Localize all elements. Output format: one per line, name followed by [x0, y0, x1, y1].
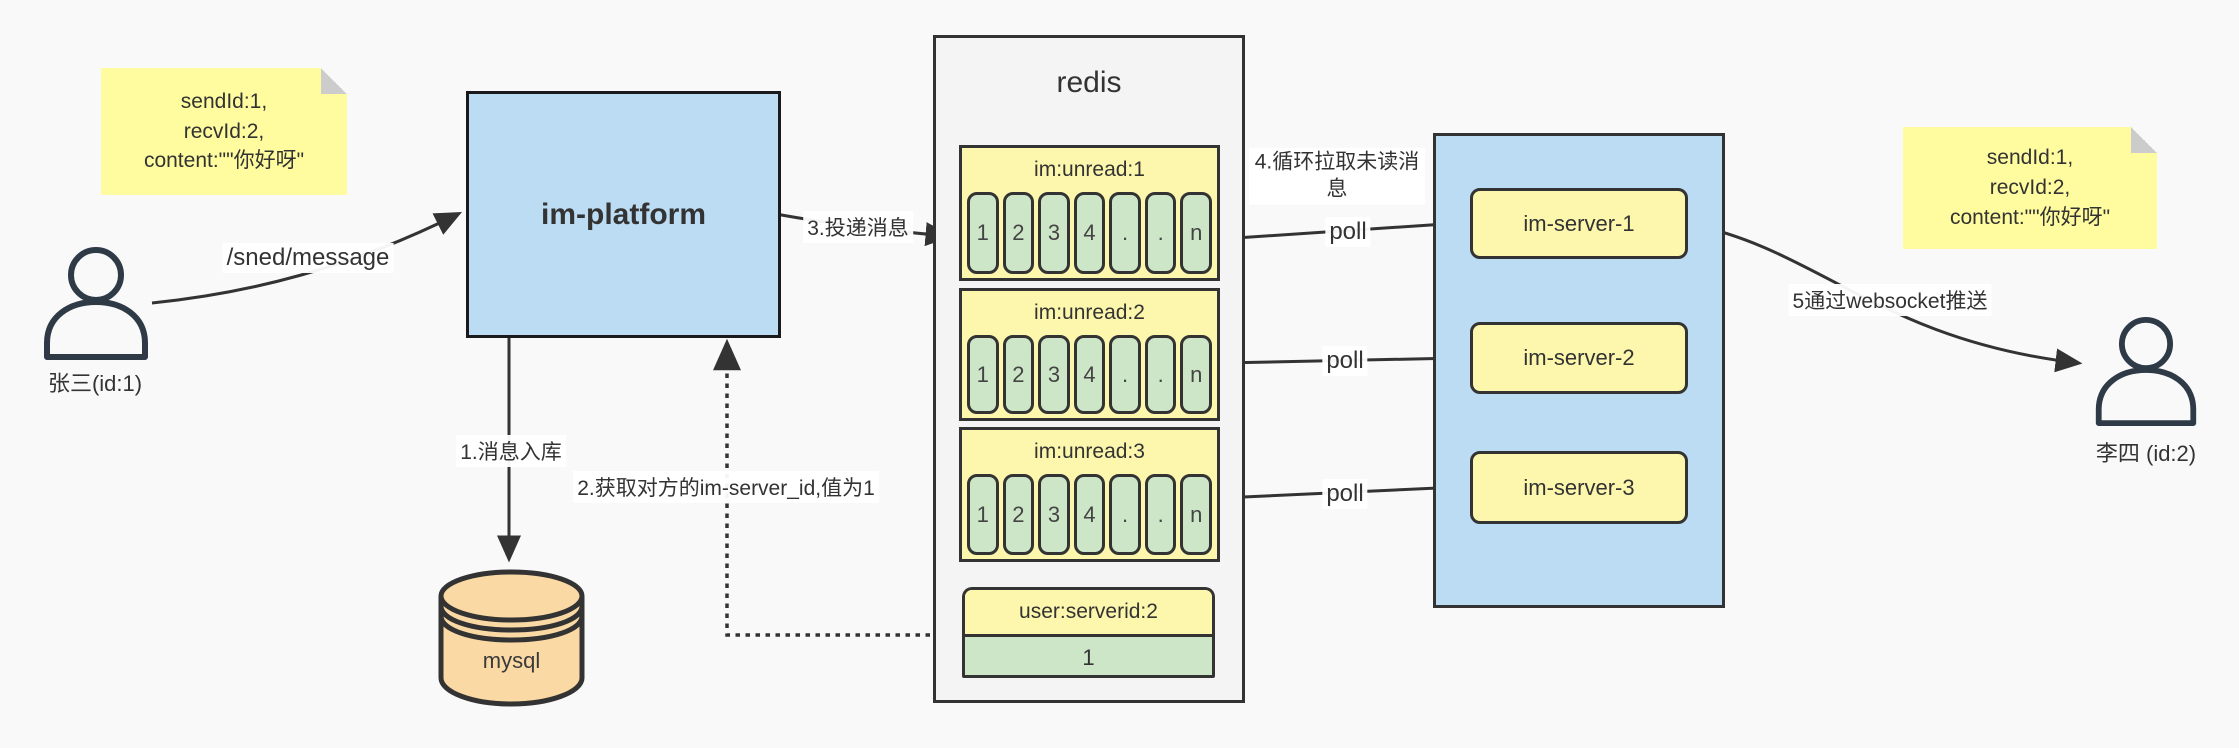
queue-cell: 2 [1002, 474, 1035, 555]
im-server-1-label: im-server-1 [1523, 210, 1635, 236]
queue-cell: 4 [1073, 335, 1106, 414]
edge-label-poll-3: poll [1322, 479, 1368, 509]
edge-label-poll-1: poll [1325, 217, 1371, 247]
redis-queue-unread-2: im:unread:2 1 2 3 4 . . n [959, 288, 1220, 421]
kv-value: 1 [965, 637, 1212, 675]
edge-label-poll-2: poll [1322, 346, 1368, 376]
message-note-left: sendId:1, recvId:2, content:""你好呀" [101, 68, 347, 195]
mysql-database-icon [438, 569, 585, 707]
queue-cell: 3 [1038, 335, 1070, 414]
queue-cell: 1 [967, 335, 999, 414]
note-line: sendId:1, [180, 89, 268, 113]
note-fold-icon [2131, 127, 2157, 153]
note-line: sendId:1, [1986, 146, 2074, 170]
im-server-1-box: im-server-1 [1470, 188, 1688, 259]
queue-cell: 1 [967, 474, 999, 555]
redis-title: redis [1056, 66, 1122, 99]
edge-label-step4: 4.循环拉取未读消息 [1249, 147, 1425, 205]
kv-header: user:serverid:2 [965, 590, 1212, 637]
queue-cell: 4 [1073, 474, 1106, 555]
im-server-2-label: im-server-2 [1523, 345, 1635, 370]
queue-cell: . [1144, 192, 1177, 274]
message-note-right: sendId:1, recvId:2, content:""你好呀" [1903, 127, 2157, 249]
receiver-label: 李四 (id:2) [2095, 441, 2197, 466]
queue-cell: 2 [1002, 192, 1035, 274]
note-line: recvId:2, [1989, 176, 2071, 200]
queue-cells: 1 2 3 4 . . n [962, 192, 1217, 278]
im-platform-label: im-platform [541, 197, 706, 231]
im-platform-box: im-platform [466, 91, 781, 338]
queue-header: im:unread:2 [1034, 301, 1145, 324]
redis-kv-user-serverid: user:serverid:2 1 [962, 587, 1215, 678]
note-line: content:""你好呀" [143, 149, 305, 173]
queue-cell: . [1144, 474, 1177, 555]
edge-label-send-api: /sned/message [222, 243, 394, 273]
user-icon [44, 247, 148, 360]
queue-cells: 1 2 3 4 . . n [962, 474, 1217, 559]
im-server-2-box: im-server-2 [1470, 322, 1688, 394]
queue-cell: . [1144, 335, 1177, 414]
note-fold-icon [321, 68, 347, 94]
queue-cells: 1 2 3 4 . . n [962, 335, 1217, 418]
queue-cell: 3 [1038, 192, 1070, 274]
im-server-3-box: im-server-3 [1470, 451, 1688, 524]
queue-cell: n [1180, 335, 1213, 414]
queue-cell: n [1180, 474, 1213, 555]
queue-header: im:unread:3 [1034, 440, 1145, 463]
edge-label-step2: 2.获取对方的im-server_id,值为1 [573, 471, 879, 503]
queue-cell: . [1109, 192, 1141, 274]
edge-label-step3: 3.投递消息 [803, 211, 913, 243]
mysql-label: mysql [482, 648, 541, 673]
im-server-3-label: im-server-3 [1523, 474, 1635, 500]
queue-cell: 3 [1038, 474, 1070, 555]
edge-label-step5: 5通过websocket推送 [1788, 284, 1992, 316]
note-line: content:""你好呀" [1949, 205, 2111, 229]
user-icon [2095, 316, 2197, 426]
queue-cell: 1 [967, 192, 999, 274]
sender-label: 张三(id:1) [47, 371, 143, 396]
edge-label-step1: 1.消息入库 [456, 435, 566, 467]
queue-cell: 4 [1073, 192, 1106, 274]
queue-cell: . [1109, 474, 1141, 555]
queue-cell: 2 [1002, 335, 1035, 414]
queue-cell: n [1180, 192, 1213, 274]
redis-queue-unread-1: im:unread:1 1 2 3 4 . . n [959, 145, 1220, 281]
queue-cell: . [1109, 335, 1141, 414]
queue-header: im:unread:1 [1034, 158, 1145, 181]
redis-queue-unread-3: im:unread:3 1 2 3 4 . . n [959, 427, 1220, 562]
note-line: recvId:2, [183, 119, 265, 143]
